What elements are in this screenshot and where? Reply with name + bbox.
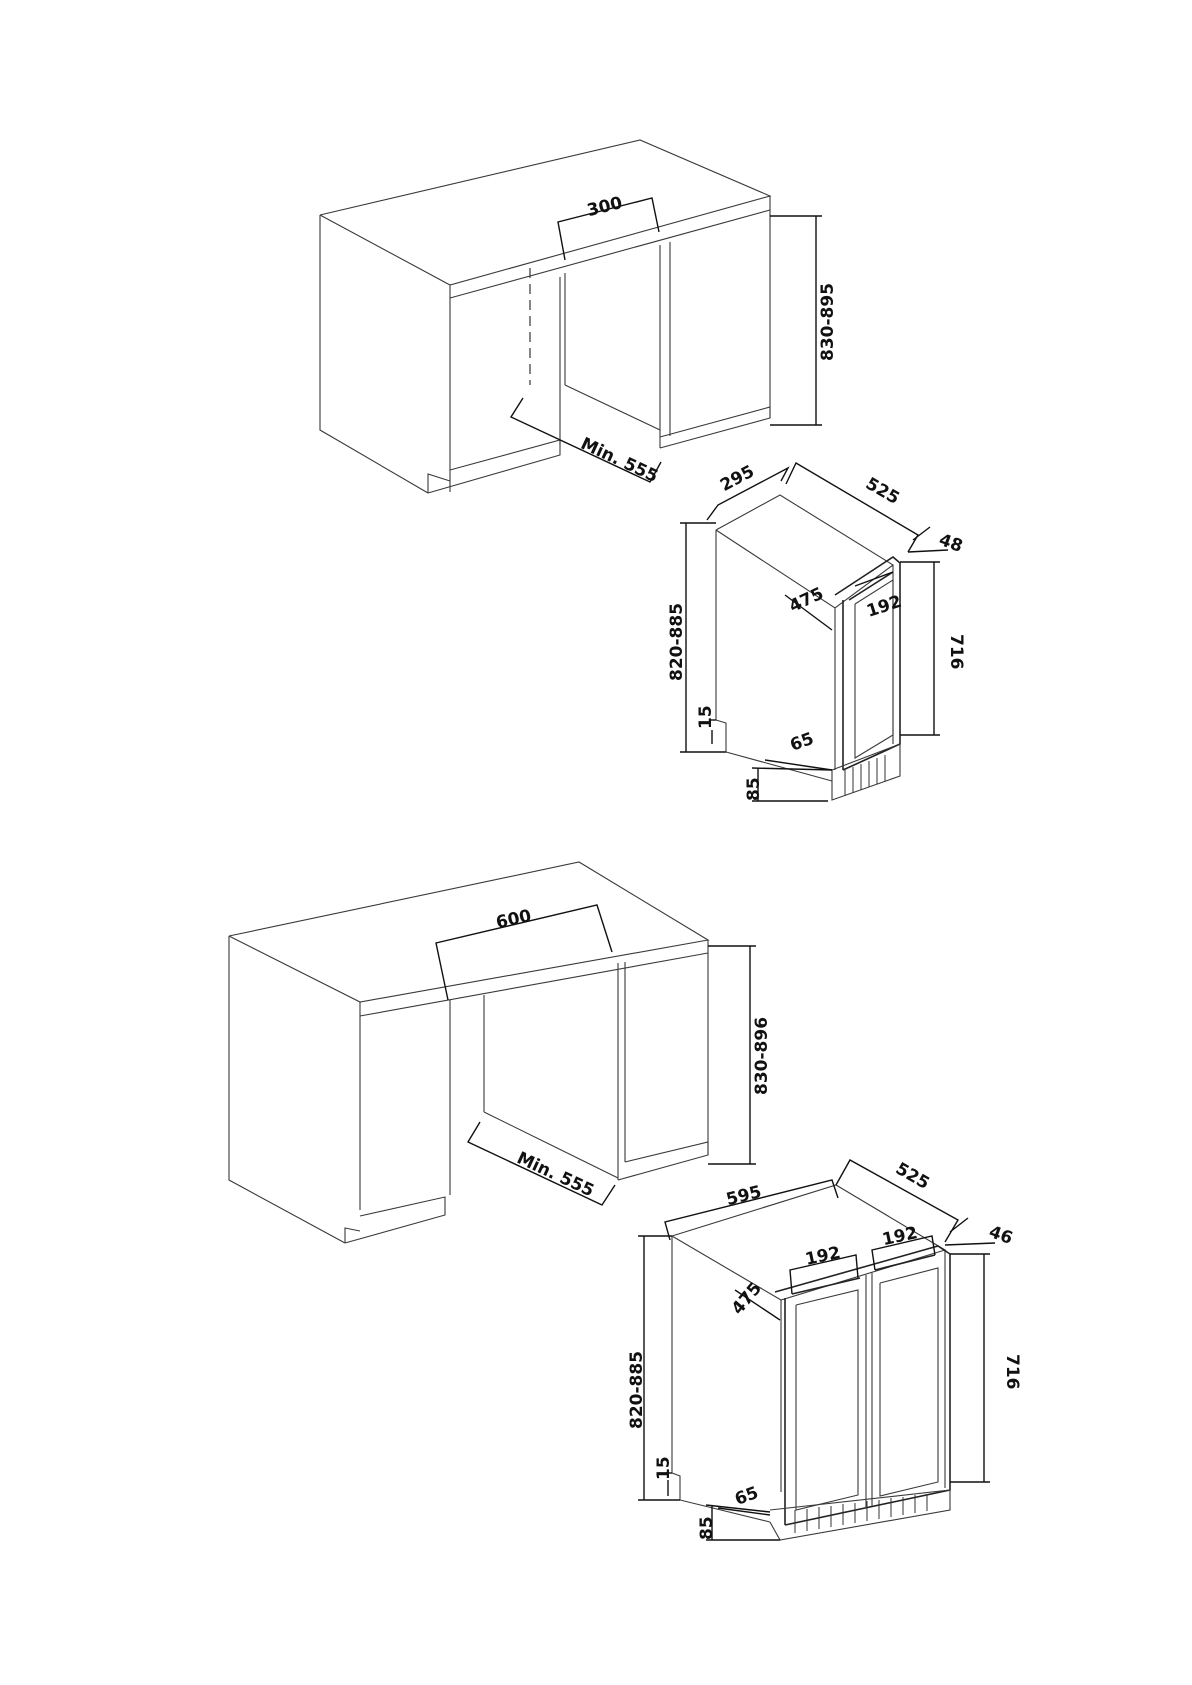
cabinet-double-dimensions: 600 830-896 Min. 555 xyxy=(436,905,772,1205)
dim-plinth-height-2: 85 xyxy=(697,1516,717,1540)
dim-foot-1: 15 xyxy=(696,705,716,729)
dim-foot-2: 15 xyxy=(654,1456,674,1480)
dim-handle-left-2: 192 xyxy=(803,1243,842,1270)
cabinet-double xyxy=(229,862,708,1243)
appliance-single xyxy=(716,495,900,800)
dim-door-thickness-2: 46 xyxy=(986,1222,1015,1249)
dim-depth-appl-1: 525 xyxy=(862,474,903,509)
dim-opening-width-2: 600 xyxy=(494,906,533,933)
dim-door-swing-2: 475 xyxy=(728,1279,766,1319)
dim-plinth-height-1: 85 xyxy=(744,777,764,801)
appliance-single-dimensions: 295 525 48 475 192 820-885 716 15 65 xyxy=(667,462,966,801)
dim-handle-right-2: 192 xyxy=(880,1223,919,1250)
dim-depth-2: Min. 555 xyxy=(514,1148,597,1201)
appliance-double-dimensions: 595 525 46 192 192 475 820-885 716 15 65 xyxy=(627,1159,1022,1540)
dim-opening-width-1: 300 xyxy=(585,193,624,221)
dim-depth-appl-2: 525 xyxy=(892,1159,933,1194)
dim-depth-1: Min. 555 xyxy=(578,434,661,487)
dim-height-1: 830-895 xyxy=(818,283,838,361)
dim-width-1: 295 xyxy=(717,462,758,496)
dim-height-appl-2: 820-885 xyxy=(627,1351,647,1429)
dim-plinth-depth-2: 65 xyxy=(732,1483,761,1510)
dim-width-2: 595 xyxy=(724,1182,763,1210)
dim-handle-1: 192 xyxy=(864,592,904,622)
dim-door-height-2: 716 xyxy=(1002,1354,1022,1390)
vent-grille-1 xyxy=(845,755,885,796)
dim-door-height-1: 716 xyxy=(946,634,966,670)
dim-plinth-depth-1: 65 xyxy=(788,729,817,756)
dim-door-thickness-1: 48 xyxy=(936,530,965,557)
dim-height-2: 830-896 xyxy=(752,1017,772,1095)
cabinet-single xyxy=(320,140,770,493)
dim-door-swing-1: 475 xyxy=(786,584,827,617)
dim-height-appl-1: 820-885 xyxy=(667,603,687,681)
